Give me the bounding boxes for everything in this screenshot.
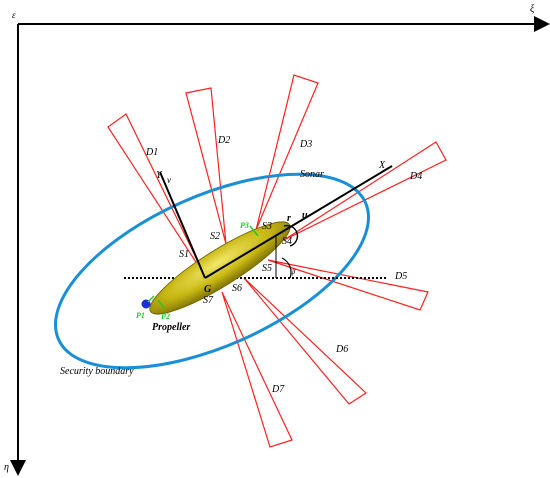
label-d6: D6 [335, 344, 348, 355]
label-s2: S2 [210, 231, 220, 242]
security-boundary-ellipse [54, 172, 370, 370]
body-x-axis [204, 165, 393, 279]
beam-d4 [283, 141, 447, 241]
beam-d1 [107, 113, 206, 277]
label-p2: P2 [161, 312, 170, 321]
label-propeller: Propeller [152, 322, 190, 333]
beam-d3 [255, 74, 319, 231]
label-r: r [287, 213, 291, 224]
label-s7: S7 [203, 295, 214, 306]
label-psi: ψ [290, 266, 296, 276]
psi-angle-arc [281, 257, 292, 279]
p2-marker [157, 299, 165, 309]
label-g: G [204, 284, 212, 295]
p1-marker [147, 295, 155, 303]
p3-marker [249, 225, 259, 237]
label-security-boundary: Security boundary [60, 366, 134, 377]
label-d7: D7 [271, 384, 285, 395]
xi-label: ξ [530, 4, 535, 15]
label-p1: P1 [136, 311, 145, 320]
label-s1: S1 [179, 249, 189, 260]
label-s5: S5 [262, 263, 272, 274]
label-d4: D4 [409, 171, 422, 182]
label-body-y: Y [156, 170, 163, 181]
label-d5: D5 [394, 271, 407, 282]
beam-d5 [267, 259, 429, 311]
label-sonar: Sonar [300, 169, 324, 180]
label-s4: S4 [282, 236, 292, 247]
label-u: u [302, 210, 308, 221]
beam-d2 [185, 87, 227, 245]
label-s6: S6 [232, 283, 242, 294]
label-v: v [167, 175, 171, 185]
eta-label: η [4, 462, 9, 473]
label-d2: D2 [217, 135, 230, 146]
label-d3: D3 [299, 139, 312, 150]
body-y-axis [159, 171, 206, 279]
label-d1: D1 [145, 147, 158, 158]
yaw-rate-arc [283, 224, 299, 247]
origin-label: ε [12, 10, 16, 20]
beam-d7 [221, 291, 293, 448]
label-s3: S3 [262, 221, 272, 232]
label-body-x: X [378, 160, 386, 171]
label-p3: P3 [240, 221, 249, 230]
beam-d6 [243, 277, 367, 405]
